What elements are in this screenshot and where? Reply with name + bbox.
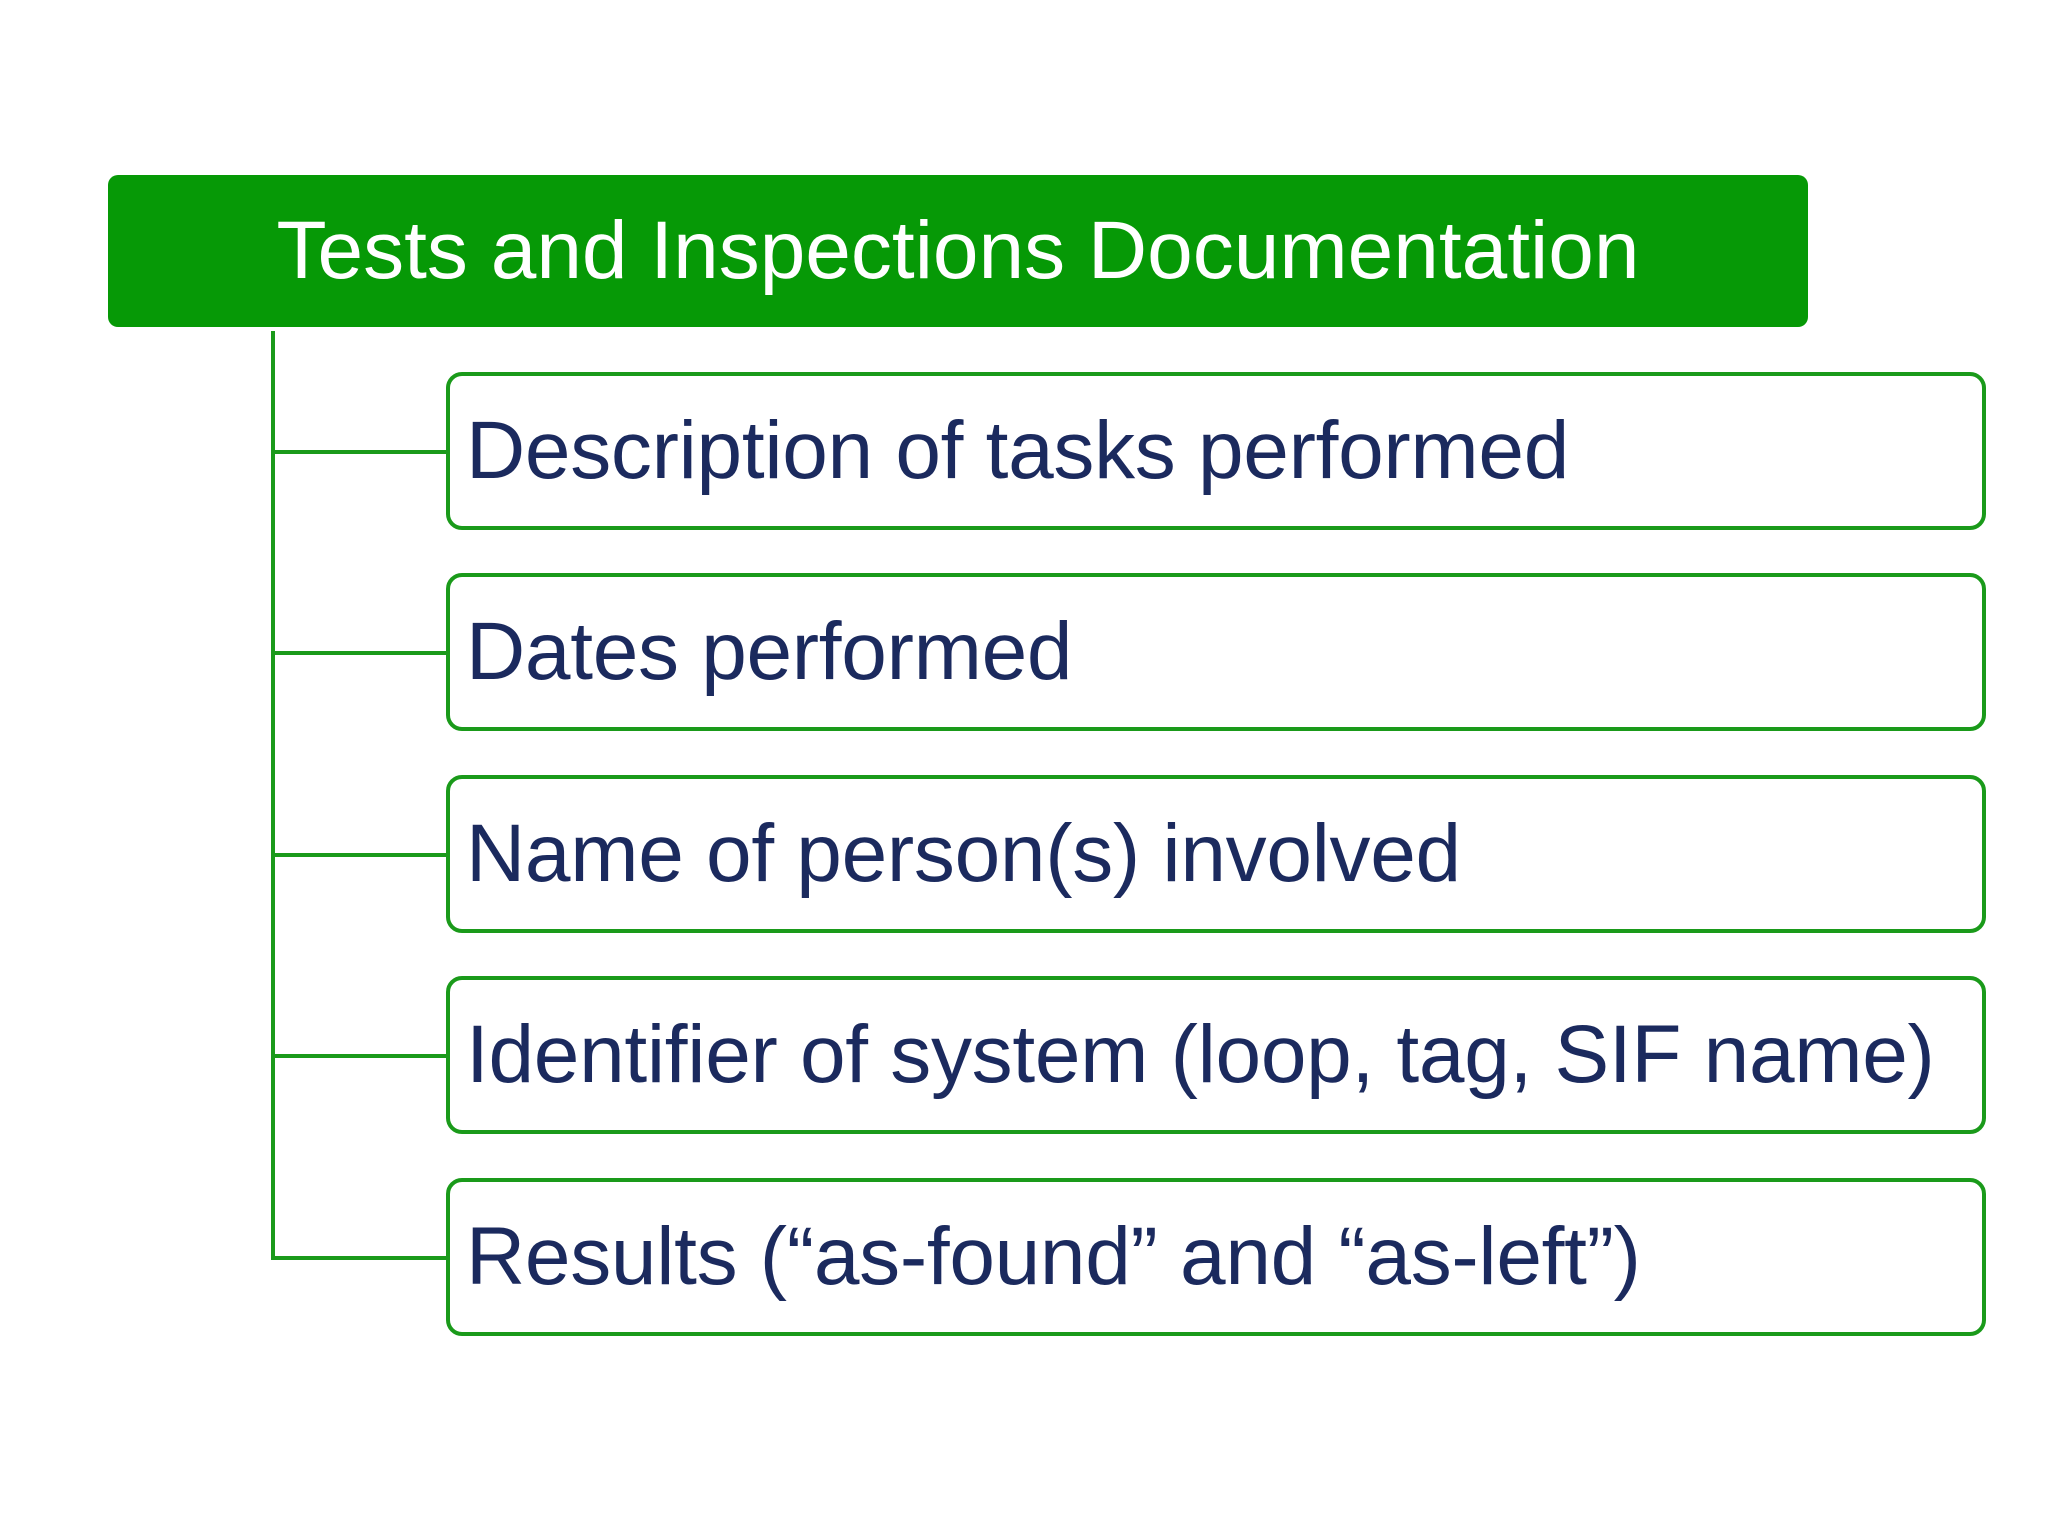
item-box: Name of person(s) involved: [446, 775, 1986, 933]
item-box: Results (“as-found” and “as-left”): [446, 1178, 1986, 1336]
header-box: Tests and Inspections Documentation: [108, 175, 1808, 327]
item-label: Identifier of system (loop, tag, SIF nam…: [466, 1009, 1935, 1100]
trunk-line: [271, 331, 275, 1260]
item-label: Name of person(s) involved: [466, 808, 1461, 899]
item-box: Identifier of system (loop, tag, SIF nam…: [446, 976, 1986, 1134]
item-box: Description of tasks performed: [446, 372, 1986, 530]
branch-line: [271, 1054, 448, 1058]
branch-line: [271, 450, 448, 454]
item-label: Results (“as-found” and “as-left”): [466, 1211, 1641, 1302]
branch-line: [271, 651, 448, 655]
item-box: Dates performed: [446, 573, 1986, 731]
branch-line: [271, 853, 448, 857]
branch-line: [271, 1256, 448, 1260]
header-title: Tests and Inspections Documentation: [276, 205, 1640, 296]
item-label: Dates performed: [466, 606, 1073, 697]
item-label: Description of tasks performed: [466, 405, 1570, 496]
